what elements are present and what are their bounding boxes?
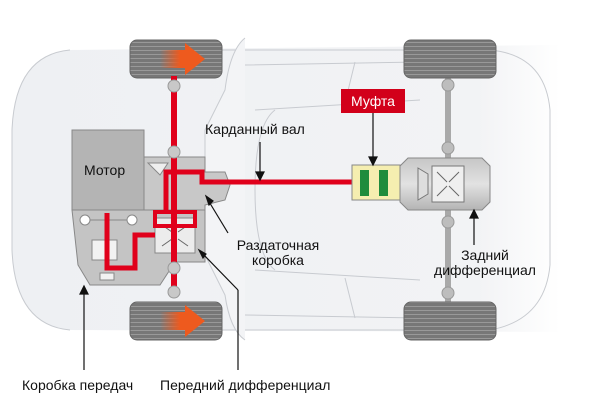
- leader-lines: [79, 113, 479, 370]
- motor-label: Мотор: [84, 162, 126, 178]
- driveshaft-label: Карданный вал: [205, 121, 305, 137]
- gearbox-label: Коробка передач: [22, 377, 134, 393]
- clutch: [351, 164, 401, 201]
- drive-arrow-icon: [160, 305, 205, 337]
- rear-differential-label: Задний дифференциал: [420, 248, 550, 278]
- power-flow: [104, 76, 355, 299]
- wheel-rear-left: [403, 39, 497, 79]
- front-differential-label: Передний дифференциал: [160, 377, 331, 393]
- wheel-front-right: [129, 301, 223, 341]
- transfer-case-label: Раздаточная коробка: [228, 238, 328, 268]
- rear-differential: [399, 157, 491, 211]
- transfer-case-label-line1: Раздаточная: [236, 237, 320, 253]
- clutch-label: Муфта: [341, 89, 405, 113]
- transfer-case-label-line2: коробка: [252, 252, 304, 268]
- rear-differential-label-line1: Задний: [461, 247, 509, 263]
- drive-arrow-icon: [160, 43, 205, 75]
- engine-block: [71, 129, 145, 211]
- rear-differential-label-line2: дифференциал: [434, 262, 536, 278]
- wheel-front-left: [129, 39, 223, 79]
- wheel-rear-right: [403, 301, 497, 341]
